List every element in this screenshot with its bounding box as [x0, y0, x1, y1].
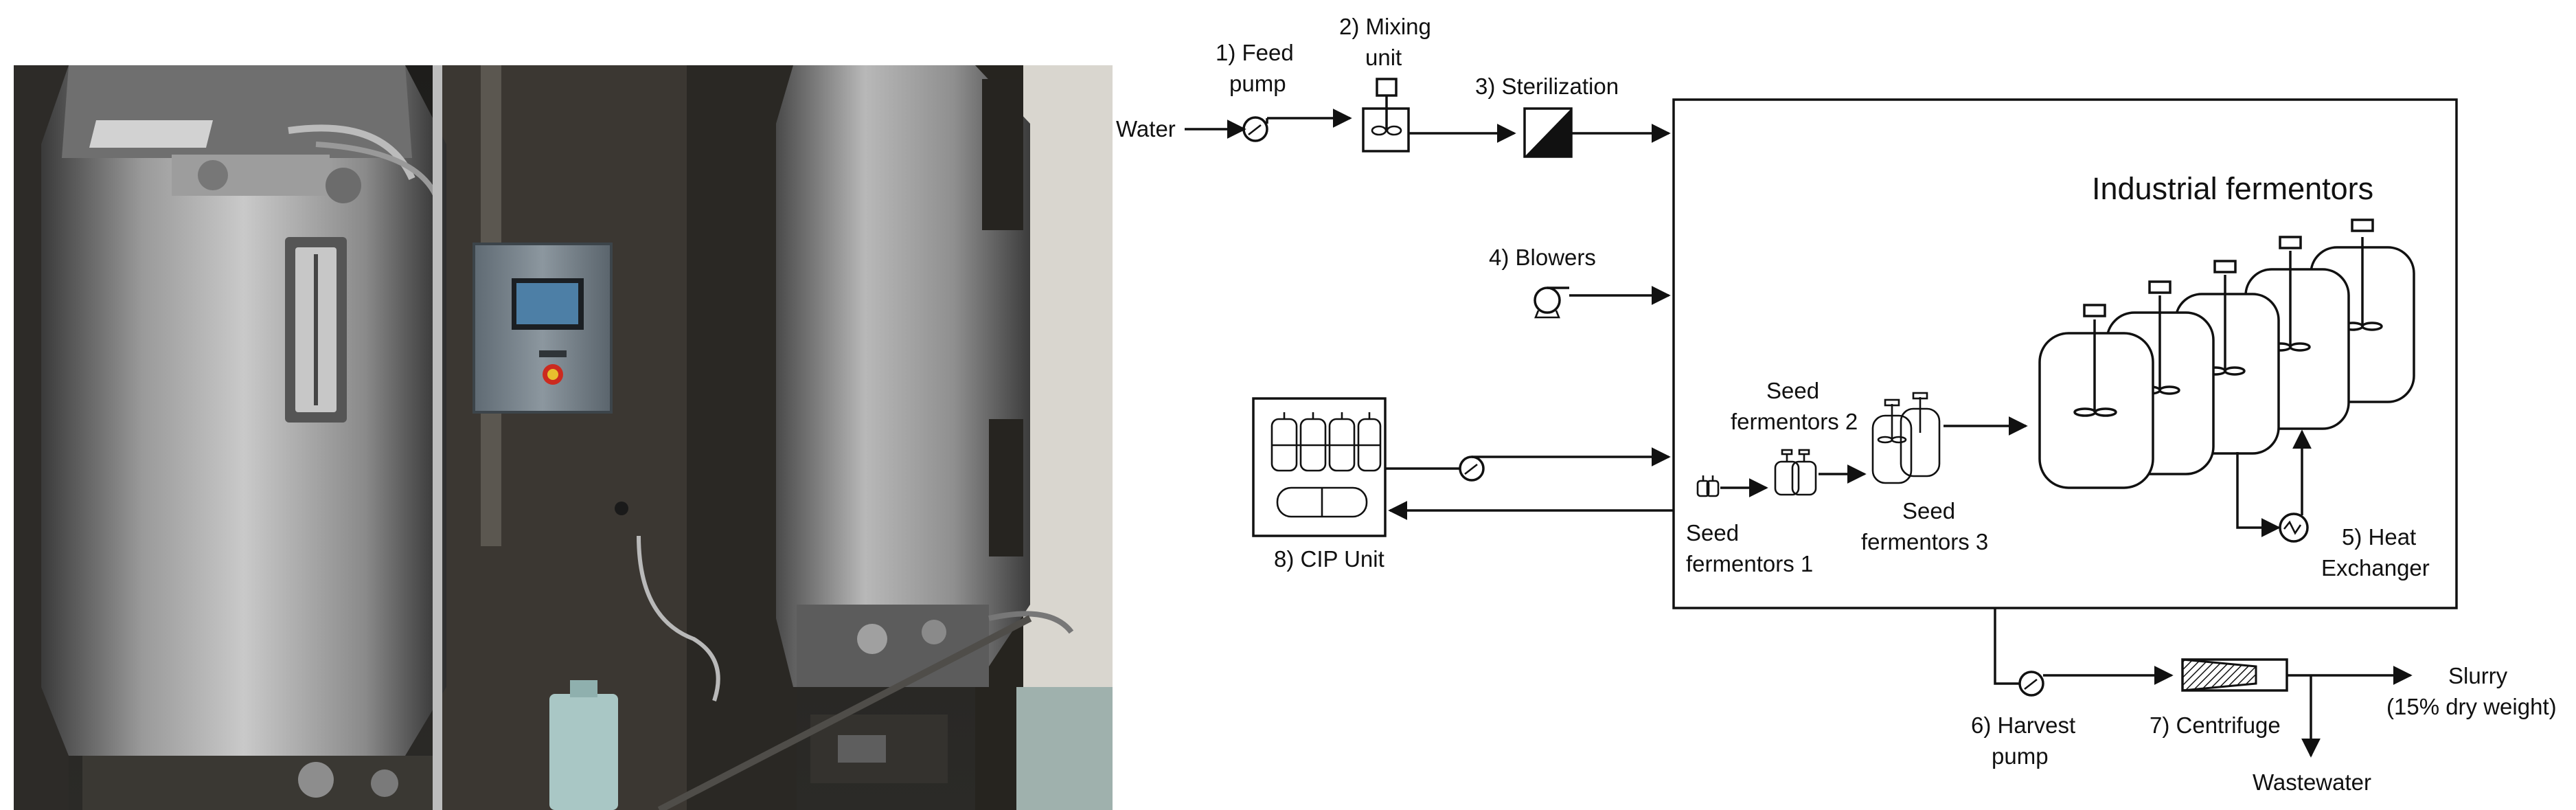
wastewater-label: Wastewater: [2253, 769, 2371, 795]
blower-icon: [1534, 286, 1569, 319]
seed-fermentors-3-label-line2: fermentors 3: [1861, 529, 1988, 554]
slurry-label-line2: (15% dry weight): [2386, 694, 2557, 719]
centrifuge-label: 7) Centrifuge: [2150, 712, 2281, 738]
slurry-label-line1: Slurry: [2448, 663, 2508, 688]
industrial-fermentor-tanks: [2038, 218, 2415, 489]
seed-fermentor-3-icon: [1871, 392, 1941, 484]
harvest-pump-label-line1: 6) Harvest: [1971, 712, 2075, 738]
seed-fermentors-1-label-line1: Seed: [1686, 520, 1739, 545]
sterilization-label: 3) Sterilization: [1475, 74, 1619, 99]
feed-pump-icon: [1242, 116, 1268, 142]
fermentor-enclosure: [1672, 98, 2458, 609]
harvest-pump-icon: [2018, 671, 2044, 697]
seed-fermentor-1-icon: [1696, 475, 1720, 497]
harvest-pump-label-line2: pump: [1992, 743, 2049, 769]
water-label: Water: [1116, 116, 1176, 142]
feed-pump-label-line2: pump: [1229, 71, 1286, 96]
sterilization-filter-icon: [1523, 107, 1573, 158]
seed-fermentor-2-icon: [1774, 449, 1817, 496]
seed-fermentors-1-label-line2: fermentors 1: [1686, 551, 1813, 576]
centrifuge-icon: [2181, 658, 2288, 692]
seed-fermentors-3-label-line1: Seed: [1902, 498, 1955, 524]
feed-pump-label-line1: 1) Feed: [1216, 40, 1294, 65]
cip-pump-icon: [1459, 455, 1485, 482]
cip-unit-label: 8) CIP Unit: [1274, 546, 1384, 572]
heat-exchanger-label-line2: Exchanger: [2321, 555, 2430, 581]
mixing-unit-label-line2: unit: [1365, 45, 1402, 70]
heat-exchanger-label-line1: 5) Heat: [2342, 524, 2416, 550]
fermentor-plant-photo: [14, 65, 1113, 810]
seed-fermentors-2-label-line2: fermentors 2: [1731, 409, 1858, 434]
mixing-unit-icon: [1362, 78, 1410, 153]
mixing-unit-label-line1: 2) Mixing: [1339, 14, 1431, 39]
industrial-fermentors-title: Industrial fermentors: [2092, 171, 2373, 206]
cip-unit-icon: [1252, 397, 1387, 537]
seed-fermentors-2-label-line1: Seed: [1766, 378, 1819, 403]
heat-exchanger-icon: [2279, 513, 2309, 543]
blowers-label: 4) Blowers: [1489, 245, 1596, 270]
